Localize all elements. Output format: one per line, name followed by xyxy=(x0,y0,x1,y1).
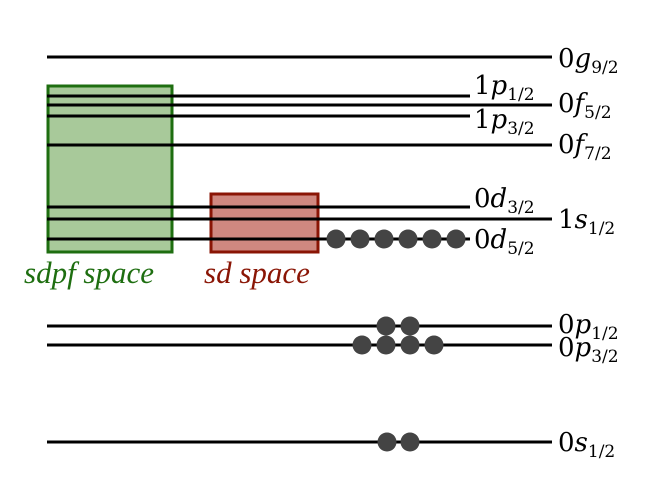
sd-space-label: sd space xyxy=(204,255,310,290)
nucleon xyxy=(376,316,396,336)
orbital-n: 0 xyxy=(558,89,575,119)
orbital-l: p xyxy=(491,71,508,101)
orbital-label-0g92: 0g9/2 xyxy=(558,44,619,78)
nucleon xyxy=(374,229,394,249)
nucleons-0s12 xyxy=(377,432,420,452)
orbital-j: 1/2 xyxy=(507,85,534,105)
orbital-label-0p12: 0p1/2 xyxy=(558,310,619,344)
orbital-j: 9/2 xyxy=(591,58,618,78)
orbital-l: s xyxy=(575,205,588,235)
orbital-n: 0 xyxy=(474,225,491,255)
nucleon xyxy=(377,432,397,452)
nucleon xyxy=(422,229,442,249)
orbital-n: 1 xyxy=(474,71,491,101)
nucleon xyxy=(352,335,372,355)
orbital-label-0s12: 0s1/2 xyxy=(558,428,615,462)
nucleon xyxy=(446,229,466,249)
nucleon xyxy=(326,229,346,249)
orbital-j: 7/2 xyxy=(584,144,611,164)
orbital-label-0f72: 0f7/2 xyxy=(558,130,612,164)
nucleon xyxy=(376,335,396,355)
orbital-n: 0 xyxy=(474,184,491,214)
orbital-label-1p12: 1p1/2 xyxy=(474,71,535,105)
orbital-n: 0 xyxy=(558,428,575,458)
nucleon xyxy=(400,335,420,355)
nucleons-0d52 xyxy=(326,229,466,249)
orbital-j: 1/2 xyxy=(588,442,615,462)
nucleon xyxy=(400,432,420,452)
nucleon xyxy=(424,335,444,355)
orbital-l: d xyxy=(491,184,508,214)
orbital-label-0f52: 0f5/2 xyxy=(558,89,612,123)
orbital-label-0d32: 0d3/2 xyxy=(474,184,535,218)
orbital-n: 1 xyxy=(558,205,575,235)
orbital-l: g xyxy=(575,44,592,74)
orbital-j: 1/2 xyxy=(591,324,618,344)
sdpf-space-box xyxy=(46,84,174,254)
sd-space-box xyxy=(209,192,320,254)
orbital-j: 3/2 xyxy=(507,119,534,139)
orbital-l: d xyxy=(491,225,508,255)
orbital-j: 3/2 xyxy=(591,347,618,367)
orbital-j: 5/2 xyxy=(507,239,534,259)
orbital-n: 0 xyxy=(558,44,575,74)
orbital-label-0d52: 0d5/2 xyxy=(474,225,535,259)
orbital-n: 0 xyxy=(558,333,575,363)
nucleon xyxy=(400,316,420,336)
orbital-label-1s12: 1s1/2 xyxy=(558,205,615,239)
nucleons-0p12 xyxy=(376,316,420,336)
nucleons-0p32 xyxy=(352,335,444,355)
orbital-l: s xyxy=(575,428,588,458)
orbital-n: 0 xyxy=(558,130,575,160)
orbital-l: p xyxy=(575,310,592,340)
sdpf-space-label: sdpf space xyxy=(24,255,154,290)
orbital-j: 3/2 xyxy=(507,198,534,218)
orbital-label-0p32: 0p3/2 xyxy=(558,333,619,367)
nucleon xyxy=(350,229,370,249)
orbital-j: 1/2 xyxy=(588,219,615,239)
orbital-n: 0 xyxy=(558,310,575,340)
orbital-label-1p32: 1p3/2 xyxy=(474,105,535,139)
orbital-n: 1 xyxy=(474,105,491,135)
orbital-j: 5/2 xyxy=(584,103,611,123)
orbital-l: p xyxy=(575,333,592,363)
nucleon xyxy=(398,229,418,249)
orbital-l: p xyxy=(491,105,508,135)
